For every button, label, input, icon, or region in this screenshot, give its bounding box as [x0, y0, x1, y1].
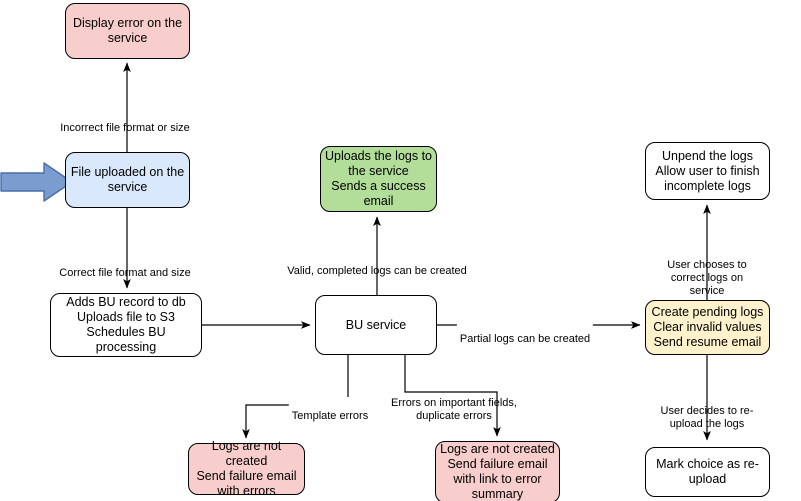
node-logs-not-created-errors[interactable]: Logs are not created Send failure email …	[188, 439, 305, 498]
node-display-error[interactable]: Display error on the service	[65, 3, 190, 59]
node-adds-bu-record-label: Adds BU record to db Uploads file to S3 …	[66, 295, 186, 354]
node-mark-choice[interactable]: Mark choice as re-upload	[645, 447, 770, 497]
node-logs-not-created-summary[interactable]: Logs are not created Send failure email …	[435, 441, 560, 501]
node-unpend-logs-label: Unpend the logs Allow user to finish inc…	[655, 148, 760, 193]
node-create-pending-logs-label: Create pending logs Clear invalid values…	[651, 305, 764, 349]
node-create-pending-logs[interactable]: Create pending logs Clear invalid values…	[645, 300, 770, 355]
edge-label-template-errors: Template errors	[288, 397, 372, 423]
edge-label-partial-logs: Partial logs can be created	[456, 320, 594, 346]
edge-label-partial-logs-text: Partial logs can be created	[459, 333, 591, 345]
node-uploads-logs[interactable]: Uploads the logs to the service Sends a …	[320, 146, 437, 212]
edge-label-user-reuploads: User decides to re-upload the logs	[660, 392, 754, 431]
node-logs-not-created-summary-label: Logs are not created Send failure email …	[440, 442, 555, 501]
edge-label-incorrect-format: Incorrect file format or size	[60, 109, 190, 135]
edge-label-user-corrects-text: User chooses to correct logs on service	[667, 259, 747, 297]
node-mark-choice-label: Mark choice as re-upload	[656, 457, 759, 486]
edge-label-valid-completed: Valid, completed logs can be created	[287, 252, 467, 278]
edge-label-valid-completed-text: Valid, completed logs can be created	[287, 265, 467, 277]
node-display-error-label: Display error on the service	[72, 16, 183, 45]
node-file-uploaded-label: File uploaded on the service	[70, 165, 185, 194]
node-logs-not-created-errors-label: Logs are not created Send failure email …	[196, 439, 297, 498]
node-unpend-logs[interactable]: Unpend the logs Allow user to finish inc…	[645, 142, 770, 200]
edge-label-incorrect-format-text: Incorrect file format or size	[60, 122, 190, 134]
node-file-uploaded[interactable]: File uploaded on the service	[65, 152, 190, 208]
edge-label-template-errors-text: Template errors	[291, 410, 369, 422]
incoming-upload-arrow	[0, 162, 73, 202]
node-bu-service-label: BU service	[345, 317, 407, 332]
node-adds-bu-record[interactable]: Adds BU record to db Uploads file to S3 …	[50, 293, 202, 357]
edge-label-errors-important-fields-text: Errors on important fields, duplicate er…	[391, 397, 517, 422]
node-uploads-logs-label: Uploads the logs to the service Sends a …	[325, 149, 433, 208]
edge-label-errors-important-fields: Errors on important fields, duplicate er…	[391, 384, 517, 423]
edge-label-correct-format-text: Correct file format and size	[59, 267, 191, 279]
edge-label-user-corrects: User chooses to correct logs on service	[660, 246, 754, 298]
edge-label-user-reuploads-text: User decides to re-upload the logs	[660, 405, 754, 430]
edge-label-correct-format: Correct file format and size	[59, 254, 190, 280]
node-bu-service[interactable]: BU service	[315, 295, 437, 355]
